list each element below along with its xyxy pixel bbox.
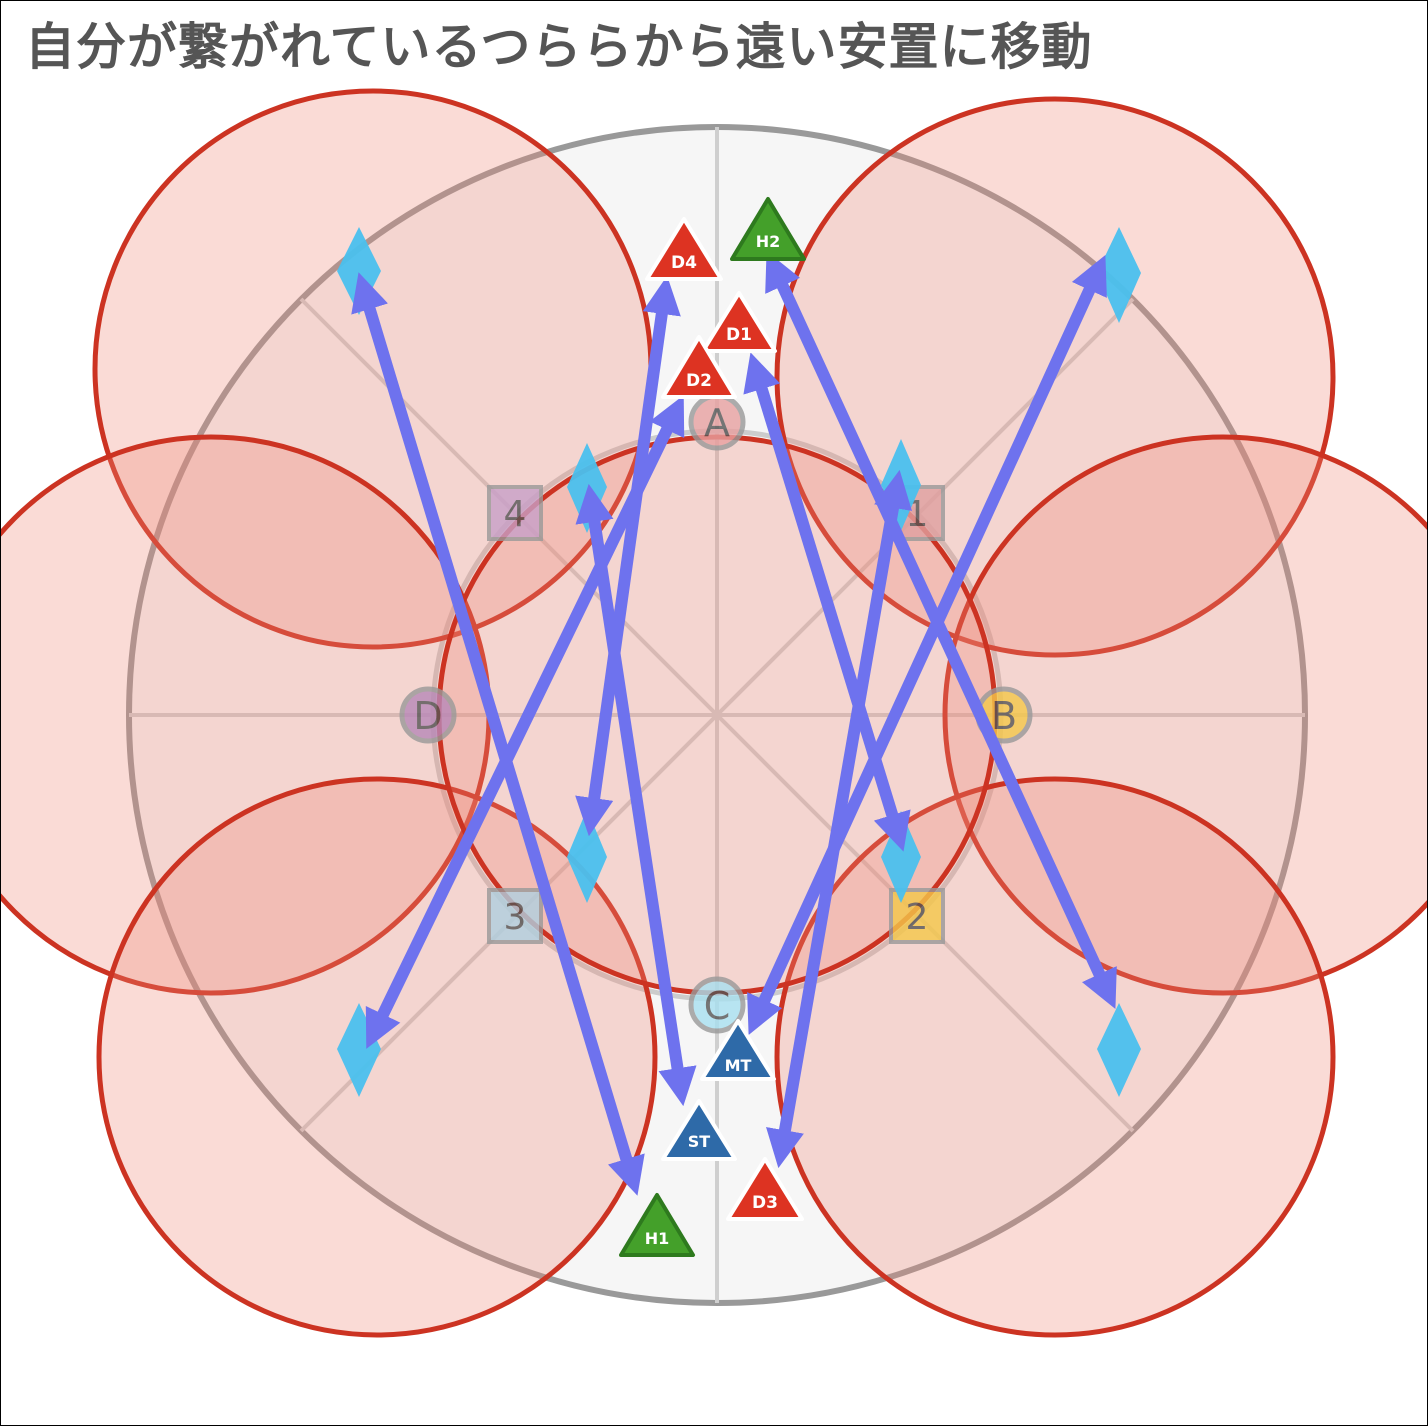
waymark-a: A (688, 393, 746, 451)
player-d2: D2 (661, 335, 737, 399)
player-d3: D3 (726, 1157, 804, 1221)
player-d4-label: D4 (671, 253, 697, 273)
player-h1-label: H1 (645, 1229, 670, 1248)
waymark-4-label: 4 (504, 494, 527, 535)
player-h2-label: H2 (756, 232, 781, 251)
waymark-3-label: 3 (504, 897, 527, 938)
arrow-inner-nw-to-st (575, 483, 697, 1107)
waymark-a-label: A (704, 401, 730, 445)
waymark-c: C (688, 976, 746, 1034)
player-d4: D4 (645, 217, 723, 281)
player-h2: H2 (730, 197, 806, 261)
players: D4 H2 D1 D2 MT ST (619, 197, 806, 1257)
waymark-2-label: 2 (906, 897, 929, 938)
player-st-label: ST (688, 1132, 711, 1151)
waymark-4: 4 (487, 485, 543, 541)
arrow-inner-ne-to-d3 (766, 469, 912, 1169)
waymark-b-label: B (991, 694, 1017, 738)
player-d2-label: D2 (686, 371, 712, 391)
player-mt-label: MT (725, 1056, 752, 1075)
waymark-c-label: C (704, 984, 731, 1028)
player-h1: H1 (619, 1193, 695, 1257)
waymark-3: 3 (487, 888, 543, 944)
waymark-d-label: D (413, 694, 442, 738)
player-d1-label: D1 (726, 325, 752, 345)
player-d3-label: D3 (752, 1193, 778, 1213)
page-title: 自分が繋がれているつららから遠い安置に移動 (25, 18, 1093, 76)
player-d1: D1 (701, 291, 777, 353)
player-mt: MT (700, 1019, 776, 1081)
movement-arrows (351, 251, 1117, 1196)
icicle-south-east (1097, 1003, 1141, 1097)
player-st: ST (661, 1099, 737, 1161)
waymark-d: D (399, 686, 457, 744)
icicle-north-east (1097, 227, 1141, 323)
